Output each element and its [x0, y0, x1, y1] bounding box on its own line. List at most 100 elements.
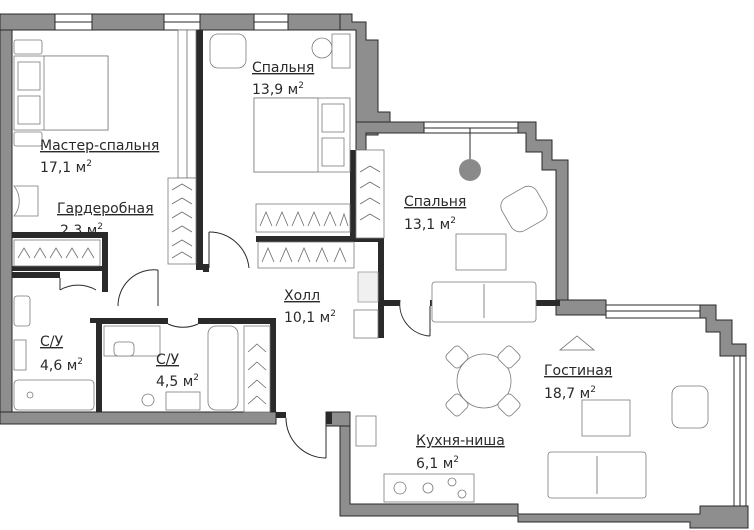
kitchen-column — [355, 415, 377, 447]
wall-bedroom1-bottom — [256, 236, 382, 242]
wall-kitchen-left — [326, 412, 332, 424]
wardrobe-hangers — [167, 177, 197, 265]
wall-bedroom1-bedroom2 — [350, 150, 356, 242]
bath1-toilet — [13, 295, 31, 327]
wall-wardrobe-bottom — [12, 266, 108, 271]
wall-master-bedroom1 — [196, 30, 203, 270]
wall-bath1-top — [12, 272, 60, 278]
door-bath1 — [59, 284, 97, 291]
svg-text:17,1 м2: 17,1 м2 — [40, 159, 92, 176]
room-area-hall: 10,1 м — [284, 310, 330, 326]
room-area-bedroom-1: 13,9 м — [252, 82, 298, 98]
room-name-bathroom-1: С/У — [40, 334, 63, 350]
wall-bath2-top-left — [102, 318, 168, 324]
room-area-unit-bathroom-2: 2 — [193, 373, 199, 383]
label-bedroom-1: Спальня 13,9 м2 — [252, 60, 314, 98]
room-name-bathroom-2: С/У — [156, 352, 179, 368]
svg-text:6,1 м2: 6,1 м2 — [416, 455, 459, 472]
wall-bottom-left — [0, 411, 277, 425]
svg-text:4,5 м2: 4,5 м2 — [156, 373, 199, 390]
bath1-sink — [13, 339, 27, 371]
room-area-unit-living-room: 2 — [590, 385, 596, 395]
door-bedroom1 — [208, 231, 250, 269]
room-area-unit-hall: 2 — [330, 309, 336, 319]
wall-bedroom2-top-left — [355, 121, 425, 151]
label-living-room: Гостиная 18,7 м2 — [544, 363, 612, 402]
bedroom1-cabinet — [331, 33, 351, 69]
door-master — [117, 269, 159, 307]
label-kitchen-niche: Кухня-ниша 6,1 м2 — [416, 433, 505, 472]
wall-hall-right — [378, 236, 384, 338]
door-bath2 — [167, 323, 199, 328]
bedroom1-lamp — [311, 37, 333, 59]
label-bathroom-2: С/У 4,5 м2 — [156, 352, 199, 390]
label-master-bedroom: Мастер-спальня 17,1 м2 — [40, 138, 159, 176]
label-bedroom-2: Спальня 13,1 м2 — [404, 194, 466, 233]
bath2-drain — [141, 393, 155, 407]
room-area-unit-bathroom-1: 2 — [77, 357, 83, 367]
room-name-master-bedroom: Мастер-спальня — [40, 138, 159, 154]
room-name-wardrobe: Гардеробная — [57, 201, 154, 217]
wall-bath2-right — [270, 318, 276, 412]
wall-hall-top-left — [203, 264, 209, 272]
wall-bath1-right — [96, 318, 102, 412]
windows — [54, 13, 747, 507]
wall-top-1 — [0, 13, 56, 31]
room-area-unit-bedroom-1: 2 — [298, 81, 304, 91]
bedroom2-armchair — [500, 185, 548, 233]
svg-text:13,9 м2: 13,9 м2 — [252, 81, 304, 98]
doors — [59, 231, 431, 459]
wall-left — [0, 13, 13, 413]
wall-living-top-left — [555, 299, 607, 316]
hall-box — [353, 309, 379, 339]
room-area-bathroom-1: 4,6 м — [40, 358, 77, 374]
master-nightstand-2 — [13, 131, 43, 147]
svg-text:10,1 м2: 10,1 м2 — [284, 309, 336, 326]
bath1-tub — [13, 379, 95, 411]
wall-top-4 — [287, 13, 349, 31]
furniture — [13, 29, 709, 503]
bath2-sink — [165, 391, 201, 411]
bath2-toilet — [113, 341, 135, 357]
room-labels: Мастер-спальня 17,1 м2 Спальня 13,9 м2 Г… — [40, 60, 612, 472]
bedroom1-closet — [255, 203, 351, 233]
room-area-unit-kitchen-niche: 2 — [453, 455, 459, 465]
master-armchair — [13, 185, 39, 217]
svg-text:18,7 м2: 18,7 м2 — [544, 385, 596, 402]
label-wardrobe: Гардеробная 2,3 м2 — [57, 201, 154, 239]
bedroom2-closet — [355, 149, 385, 239]
door-entrance — [285, 417, 327, 459]
room-area-wardrobe: 2,3 м — [60, 223, 97, 239]
room-name-bedroom-1: Спальня — [252, 60, 314, 76]
room-area-unit-master-bedroom: 2 — [86, 159, 92, 169]
hall-stove — [357, 271, 379, 303]
wardrobe-rack — [13, 239, 101, 267]
hall-cabinet — [257, 241, 355, 269]
kitchen-sink — [393, 481, 407, 495]
dining-table — [456, 353, 512, 409]
wall-bottom-right — [339, 411, 749, 529]
living-coffee-table — [581, 399, 631, 437]
room-area-living-room: 18,7 м — [544, 386, 590, 402]
living-rug-marker — [558, 335, 596, 351]
room-area-kitchen-niche: 6,1 м — [416, 456, 453, 472]
bedroom2-table — [455, 233, 507, 271]
wall-top-2 — [91, 13, 165, 31]
room-area-unit-wardrobe: 2 — [97, 222, 103, 232]
wall-bedroom2-bottom-left — [384, 300, 400, 306]
label-bathroom-1: С/У 4,6 м2 — [40, 334, 83, 374]
bath2-shelves — [243, 325, 271, 413]
bedroom2-pendant-lamp — [459, 159, 481, 181]
room-name-living-room: Гостиная — [544, 363, 612, 379]
living-armchair — [671, 385, 709, 429]
room-name-kitchen-niche: Кухня-ниша — [416, 433, 505, 449]
wall-master-bottom — [12, 232, 108, 238]
wall-hall-bottom — [276, 412, 286, 418]
room-area-unit-bedroom-2: 2 — [450, 216, 456, 226]
master-nightstand-1 — [13, 39, 43, 55]
wall-bath2-top-right — [198, 318, 270, 324]
room-area-master-bedroom: 17,1 м — [40, 160, 86, 176]
room-area-bedroom-2: 13,1 м — [404, 217, 450, 233]
door-bedroom2 — [399, 299, 431, 337]
